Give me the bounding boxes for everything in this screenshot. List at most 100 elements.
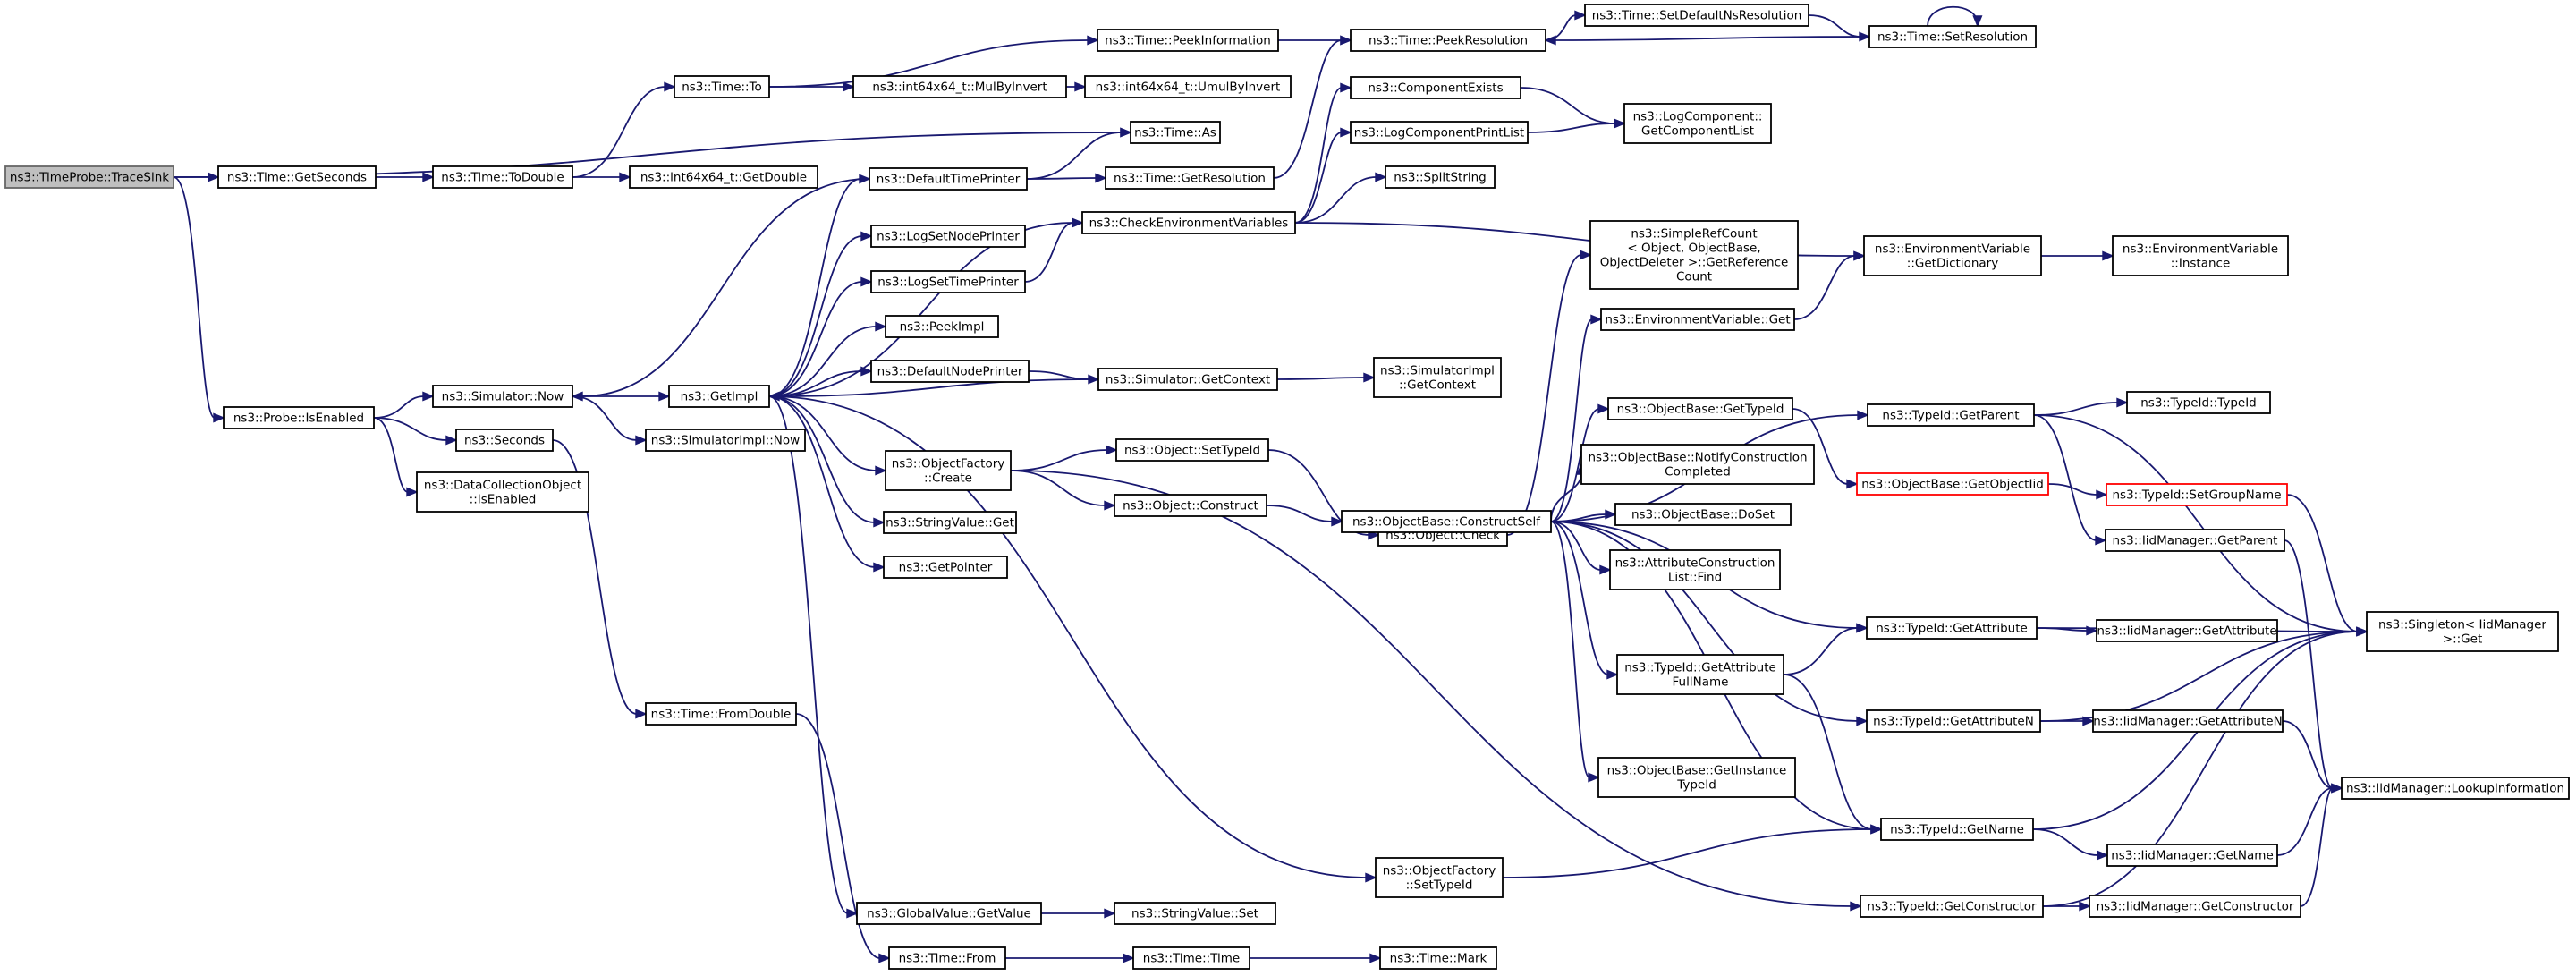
node-time-as[interactable]: ns3::Time::As [1130, 121, 1221, 144]
node-time-time[interactable]: ns3::Time::Time [1132, 946, 1250, 970]
node-obj-base-get-type-id[interactable]: ns3::ObjectBase::GetTypeId [1607, 397, 1793, 420]
edge-line [1783, 674, 1873, 830]
node-log-set-time-printer[interactable]: ns3::LogSetTimePrinter [870, 270, 1026, 293]
node-time-to[interactable]: ns3::Time::To [674, 75, 770, 98]
node-label: ns3::int64x64_t::MulByInvert [872, 81, 1046, 95]
node-log-set-node-printer[interactable]: ns3::LogSetNodePrinter [870, 225, 1026, 248]
node-do-set[interactable]: ns3::ObjectBase::DoSet [1614, 503, 1792, 526]
node-lookup-information[interactable]: ns3::IidManager::LookupInformation [2341, 777, 2570, 800]
node-check-env-vars[interactable]: ns3::CheckEnvironmentVariables [1081, 211, 1296, 234]
node-iid-get-parent[interactable]: ns3::IidManager::GetParent [2105, 529, 2285, 552]
node-type-id-get-attribute-n[interactable]: ns3::TypeId::GetAttributeN [1866, 709, 2041, 733]
node-construct-self[interactable]: ns3::ObjectBase::ConstructSelf [1341, 510, 1552, 533]
node-time-mark[interactable]: ns3::Time::Mark [1379, 946, 1497, 970]
node-iid-get-constructor[interactable]: ns3::IidManager::GetConstructor [2089, 895, 2301, 918]
node-time-from[interactable]: ns3::Time::From [888, 946, 1006, 970]
edge-set-resolution-to-set-resolution [1927, 5, 1983, 28]
node-box [2341, 777, 2570, 800]
edge-sim-get-context-to-get-impl [767, 378, 1099, 402]
node-probe-is-enabled[interactable]: ns3::Probe::IsEnabled [223, 406, 375, 429]
node-sim-now[interactable]: ns3::Simulator::Now [432, 385, 573, 408]
node-trace-sink[interactable]: ns3::TimeProbe::TraceSink [4, 165, 174, 189]
node-type-id-get-parent[interactable]: ns3::TypeId::GetParent [1867, 403, 2035, 427]
node-global-value-get-value[interactable]: ns3::GlobalValue::GetValue [856, 902, 1042, 925]
edge-arrowhead [2096, 489, 2108, 500]
node-mul-by-invert[interactable]: ns3::int64x64_t::MulByInvert [852, 75, 1067, 98]
node-peek-resolution[interactable]: ns3::Time::PeekResolution [1350, 29, 1546, 52]
node-to-double[interactable]: ns3::Time::ToDouble [432, 165, 573, 189]
node-seconds[interactable]: ns3::Seconds [455, 429, 554, 452]
node-iid-get-attribute-n[interactable]: ns3::IidManager::GetAttributeN [2092, 709, 2284, 733]
edge-arrowhead [875, 321, 887, 332]
node-type-id-get-attribute[interactable]: ns3::TypeId::GetAttribute [1866, 616, 2038, 640]
node-object-construct[interactable]: ns3::Object::Construct [1114, 494, 1267, 517]
node-env-instance[interactable]: ns3::EnvironmentVariable::Instance [2112, 235, 2289, 276]
nodes-layer: ns3::TimeProbe::TraceSink ns3::Time::GetS… [4, 4, 2570, 970]
node-type-id-type-id[interactable]: ns3::TypeId::TypeId [2126, 391, 2271, 414]
node-string-value-get[interactable]: ns3::StringValue::Get [883, 511, 1017, 534]
node-env-get-dictionary[interactable]: ns3::EnvironmentVariable::GetDictionary [1863, 235, 2042, 276]
node-set-group-name[interactable]: ns3::TypeId::SetGroupName [2106, 483, 2288, 506]
node-umul-by-invert[interactable]: ns3::int64x64_t::UmulByInvert [1084, 75, 1292, 98]
edge-line [1783, 627, 1859, 675]
node-get-object-iid[interactable]: ns3::ObjectBase::GetObjectIid [1856, 472, 2049, 496]
node-int64-get-double[interactable]: ns3::int64x64_t::GetDouble [629, 165, 818, 189]
node-box [1350, 76, 1521, 99]
node-box [1856, 472, 2049, 496]
node-box [1609, 549, 1781, 590]
node-type-id-get-name[interactable]: ns3::TypeId::GetName [1880, 818, 2034, 841]
node-object-factory-create[interactable]: ns3::ObjectFactory::Create [885, 450, 1012, 491]
edge-to-double-to-int64-get-double [572, 172, 631, 182]
node-label: ns3::Time::From [899, 952, 996, 966]
node-box [2366, 611, 2559, 652]
node-peek-information[interactable]: ns3::Time::PeekInformation [1097, 29, 1279, 52]
node-string-value-set[interactable]: ns3::StringValue::Set [1114, 902, 1276, 925]
node-singleton-get[interactable]: ns3::Singleton< IidManager>::Get [2366, 611, 2559, 652]
node-dco-is-enabled[interactable]: ns3::DataCollectionObject::IsEnabled [416, 471, 589, 513]
node-default-time-printer[interactable]: ns3::DefaultTimePrinter [869, 167, 1028, 191]
node-label: Completed [1665, 465, 1731, 480]
edge-arrowhead [1590, 314, 1603, 325]
node-sim-impl-now[interactable]: ns3::SimulatorImpl::Now [645, 429, 806, 452]
node-set-resolution[interactable]: ns3::Time::SetResolution [1868, 25, 2037, 48]
node-sim-get-context[interactable]: ns3::Simulator::GetContext [1097, 368, 1278, 391]
node-component-exists[interactable]: ns3::ComponentExists [1350, 76, 1521, 99]
node-label: ns3::IidManager::GetConstructor [2097, 900, 2294, 914]
node-get-resolution[interactable]: ns3::Time::GetResolution [1105, 166, 1275, 190]
node-env-get[interactable]: ns3::EnvironmentVariable::Get [1600, 308, 1795, 331]
node-get-impl[interactable]: ns3::GetImpl [668, 385, 770, 408]
node-get-component-list[interactable]: ns3::LogComponent::GetComponentList [1623, 103, 1772, 144]
node-simple-ref-count[interactable]: ns3::SimpleRefCount< Object, ObjectBase,… [1589, 220, 1799, 290]
node-factory-set-type-id[interactable]: ns3::ObjectFactory::SetTypeId [1375, 857, 1504, 898]
node-peek-impl[interactable]: ns3::PeekImpl [885, 315, 999, 338]
node-label: ns3::ObjectBase::DoSet [1631, 508, 1775, 522]
node-box [2089, 895, 2301, 918]
node-type-id-get-constructor[interactable]: ns3::TypeId::GetConstructor [1860, 895, 2044, 918]
edge-arrowhead [1074, 81, 1087, 92]
node-get-seconds[interactable]: ns3::Time::GetSeconds [217, 165, 377, 189]
node-default-node-printer[interactable]: ns3::DefaultNodePrinter [870, 360, 1030, 383]
node-set-default-ns-resolution[interactable]: ns3::Time::SetDefaultNsResolution [1584, 4, 1809, 27]
edge-line [768, 395, 1368, 878]
node-sim-impl-get-context[interactable]: ns3::SimulatorImpl::GetContext [1373, 357, 1502, 398]
edge-line [1520, 87, 1616, 124]
edge-type-id-get-constructor-to-singleton-get [2042, 626, 2368, 907]
edge-construct-self-to-obj-base-get-type-id [1550, 403, 1610, 522]
node-box [1097, 29, 1279, 52]
node-object-set-type-id[interactable]: ns3::Object::SetTypeId [1115, 438, 1269, 462]
node-log-component-print-list[interactable]: ns3::LogComponentPrintList [1350, 121, 1529, 144]
edge-type-id-get-attr-full-name-to-type-id-get-attribute [1783, 623, 1868, 675]
edge-time-from-to-time-time [1005, 953, 1135, 963]
node-notify-construction[interactable]: ns3::ObjectBase::NotifyConstructionCompl… [1580, 444, 1815, 485]
node-time-from-double[interactable]: ns3::Time::FromDouble [645, 702, 797, 726]
node-get-pointer[interactable]: ns3::GetPointer [883, 556, 1008, 579]
edge-object-factory-create-to-object-construct [1010, 470, 1116, 511]
edge-time-to-to-peek-information [768, 35, 1099, 88]
node-split-string[interactable]: ns3::SplitString [1385, 165, 1496, 189]
node-iid-get-name[interactable]: ns3::IidManager::GetName [2106, 844, 2278, 867]
edge-line [2033, 414, 2359, 632]
node-iid-get-attribute[interactable]: ns3::IidManager::GetAttribute [2096, 619, 2278, 642]
